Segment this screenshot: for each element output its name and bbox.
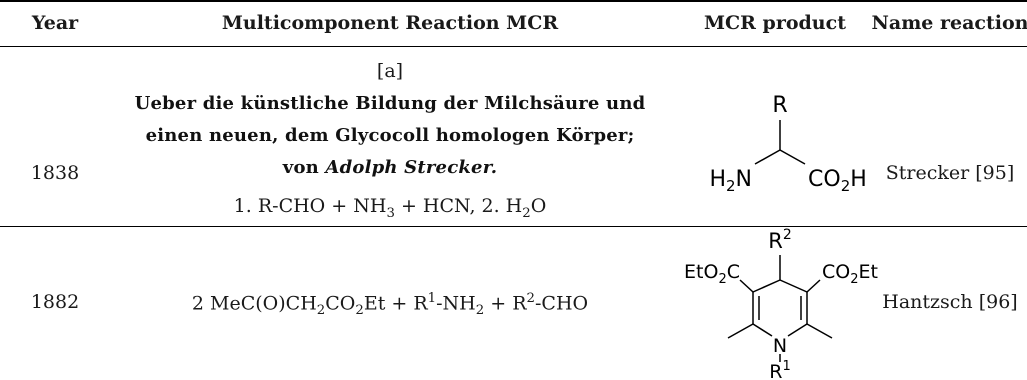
row-year: 1838 bbox=[30, 162, 80, 184]
hantzsch-reagents: 2 MeC(O)CH2CO2Et + R1-NH2 + R2-CHO bbox=[191, 291, 589, 319]
header-rule bbox=[0, 46, 1027, 47]
header-product: MCR product bbox=[704, 12, 846, 34]
top-rule bbox=[0, 0, 1027, 2]
author-prefix: von bbox=[282, 157, 319, 178]
carboxylic-acid-label: CO2H bbox=[808, 167, 867, 195]
header-mcr: Multicomponent Reaction MCR bbox=[221, 12, 559, 34]
footnote-marker: [a] bbox=[376, 60, 404, 82]
header-year: Year bbox=[31, 12, 79, 34]
substituent-r1-label: R1 bbox=[769, 359, 790, 380]
publication-author-line: von Adolph Strecker. bbox=[120, 157, 660, 178]
substituent-r-label: R bbox=[772, 93, 787, 118]
row-separator bbox=[0, 226, 1027, 227]
strecker-reagents: 1. R-CHO + NH3 + HCN, 2. H2O bbox=[233, 195, 547, 221]
row-year: 1882 bbox=[30, 291, 80, 313]
amine-group-label: H2N bbox=[709, 167, 752, 195]
ring-nitrogen-label: N bbox=[773, 335, 787, 357]
row-name-reaction: Hantzsch [96] bbox=[882, 291, 1018, 313]
ester-left-label: EtO2C bbox=[684, 261, 740, 287]
row-name-reaction: Strecker [95] bbox=[885, 162, 1015, 184]
hantzsch-product-structure: R2 EtO2C CO2Et N R1 bbox=[684, 228, 878, 380]
strecker-product-structure: R H2N CO2H bbox=[709, 93, 867, 195]
publication-title-line: einen neuen, dem Glycocoll homologen Kör… bbox=[145, 125, 635, 146]
substituent-r2-label: R2 bbox=[768, 228, 792, 253]
ester-right-label: CO2Et bbox=[822, 261, 878, 287]
publication-title-line: Ueber die künstliche Bildung der Milchsä… bbox=[134, 93, 646, 114]
header-name-reaction: Name reaction bbox=[871, 12, 1027, 34]
author-name: Adolph Strecker. bbox=[325, 157, 498, 178]
